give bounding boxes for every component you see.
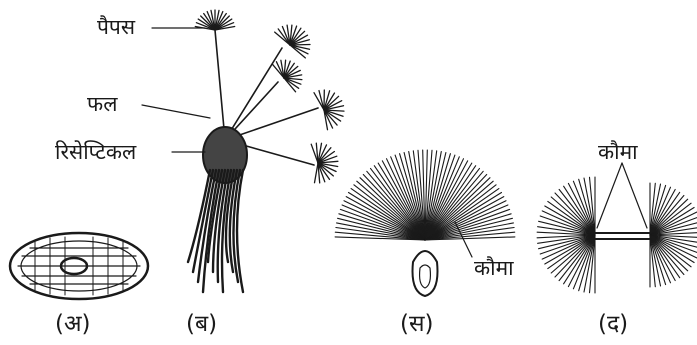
receptacle-label: रिसेप्टिकल [55, 140, 136, 164]
coma-label-c: कौमा [474, 256, 514, 280]
fruit-label: फल [87, 92, 117, 116]
caption-d: (द) [598, 311, 628, 337]
pappus-label: पैपस [97, 15, 135, 39]
seed-section-figure [10, 233, 148, 299]
caption-b: (ब) [186, 311, 217, 337]
double-coma-seed-figure [537, 177, 697, 293]
coma-label-d: कौमा [598, 140, 638, 164]
caption-c: (स) [400, 311, 434, 337]
dandelion-fruit-head-figure [188, 10, 344, 292]
caption-a: (अ) [55, 311, 91, 337]
